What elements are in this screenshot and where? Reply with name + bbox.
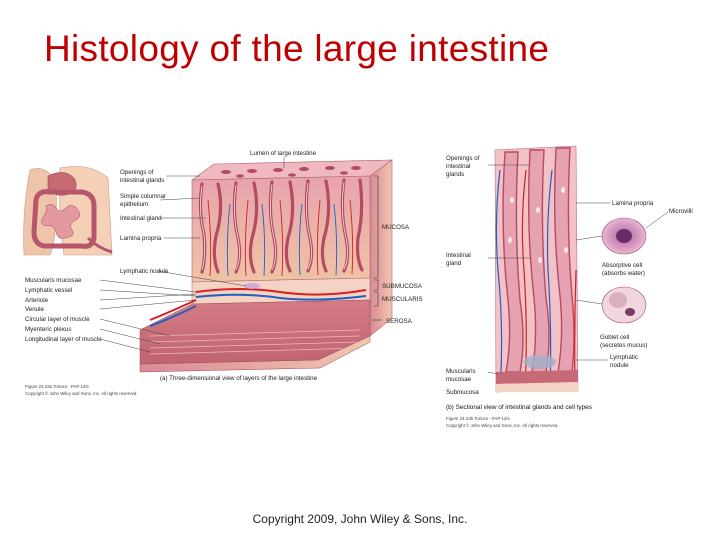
label-b-intestinal-gland-line2: gland	[446, 260, 462, 267]
label-arteriole: Arteriole	[25, 297, 49, 304]
figure-a-caption: (a) Three-dimensional view of layers of …	[160, 375, 318, 382]
label-simple-columnar-line1: Simple columnar	[120, 193, 166, 200]
figure-a-credit-line1: Figure 24.23a Tortora - PAP 12/e	[25, 384, 90, 389]
label-b-intestinal-gland-line1: Intestinal	[446, 252, 471, 259]
figure-b-credit-line2: Copyright © John Wiley and Sons, Inc. Al…	[446, 423, 559, 428]
label-muscularis: MUSCULARIS	[382, 296, 423, 303]
label-lymphatic-nodule: Lymphatic nodule	[120, 268, 169, 275]
label-b-openings-line1: Openings of	[446, 155, 480, 162]
label-openings-line1: Openings of	[120, 169, 154, 176]
label-lumen: Lumen of large intestine	[250, 150, 317, 157]
figure-a-block	[100, 160, 392, 372]
label-mucosa: MUCOSA	[382, 224, 410, 231]
label-muscularis-mucosae: Muscularis mucosae	[25, 277, 82, 284]
label-lamina-propria: Lamina propria	[120, 235, 162, 242]
label-b-openings-line3: glands	[446, 171, 464, 178]
label-simple-columnar-line2: epithelium	[120, 201, 148, 208]
label-longitudinal-muscle: Longitudinal layer of muscle	[25, 336, 102, 343]
label-b-lymphatic-nodule-line1: Lymphatic	[610, 354, 638, 361]
label-b-lamina-propria: Lamina propria	[612, 200, 654, 207]
label-venule: Venule	[25, 306, 44, 313]
label-b-goblet-cell-line1: Goblet cell	[600, 334, 629, 341]
label-b-goblet-cell-line2: (secretes mucus)	[600, 342, 647, 349]
label-circular-muscle: Circular layer of muscle	[25, 316, 90, 323]
figure-b-credit-line1: Figure 24.23b Tortora - PAP 12/e	[446, 416, 511, 421]
figure-a-credit-line2: Copyright © John Wiley and Sons, Inc. Al…	[25, 391, 138, 396]
label-openings-line2: intestinal glands	[120, 177, 164, 184]
label-intestinal-gland: Intestinal gland	[120, 215, 162, 222]
footer-copyright: Copyright 2009, John Wiley & Sons, Inc.	[0, 512, 720, 526]
label-b-openings-line2: intestinal	[446, 163, 470, 170]
label-b-lymphatic-nodule-line2: nodule	[610, 362, 629, 369]
label-b-muscularis-mucosae-line2: mucosae	[446, 376, 472, 383]
label-b-submucosa: Submucosa	[446, 389, 479, 396]
label-submucosa: SUBMUCOSA	[382, 283, 423, 290]
figure-b-section	[488, 146, 668, 392]
body-inset-illustration	[22, 165, 114, 255]
label-b-muscularis-mucosae-line1: Muscularis	[446, 368, 476, 375]
label-serosa: SEROSA	[386, 318, 413, 325]
label-b-absorptive-cell-line2: (absorbs water)	[602, 270, 645, 277]
label-myenteric-plexus: Myenteric plexus	[25, 326, 71, 333]
label-b-microvilli: Microvilli	[669, 208, 693, 215]
figure-b-caption: (b) Sectional view of intestinal glands …	[446, 404, 592, 411]
label-b-absorptive-cell-line1: Absorptive cell	[602, 262, 642, 269]
label-lymphatic-vessel: Lymphatic vessel	[25, 287, 72, 294]
